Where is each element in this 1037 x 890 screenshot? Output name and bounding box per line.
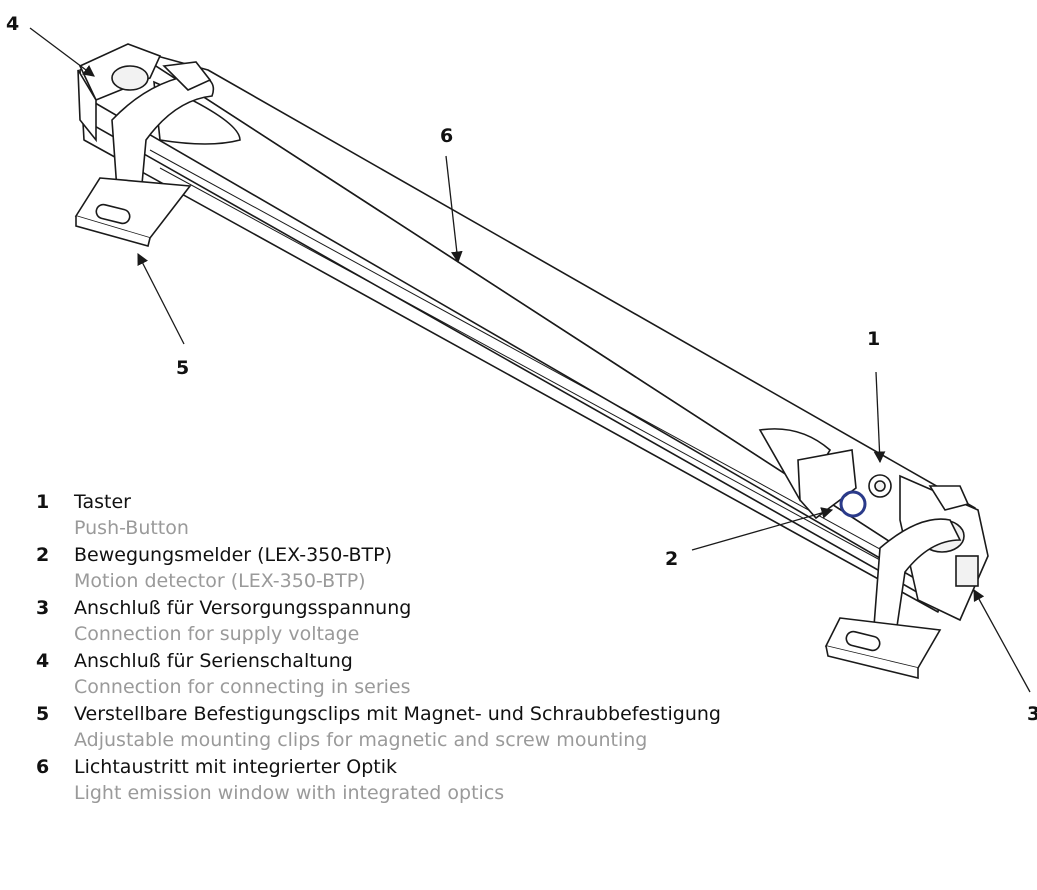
legend: 1 Taster Push-Button 2 Bewegungsmelder (… [36, 489, 936, 807]
legend-number: 3 [36, 597, 50, 619]
legend-english: Light emission window with integrated op… [74, 782, 505, 804]
right-end [758, 428, 989, 680]
legend-item: 4 Anschluß für Serienschaltung Connectio… [36, 648, 936, 700]
callout-5: 5 [176, 357, 189, 379]
legend-german: Lichtaustritt mit integrierter Optik [74, 756, 397, 778]
legend-item: 5 Verstellbare Befestigungsclips mit Mag… [36, 701, 936, 753]
left-clip [74, 61, 215, 247]
leader-2 [691, 507, 834, 551]
legend-german: Taster [74, 491, 131, 513]
legend-number: 1 [36, 491, 50, 513]
legend-item: 2 Bewegungsmelder (LEX-350-BTP) Motion d… [36, 542, 936, 594]
legend-number: 6 [36, 756, 50, 778]
legend-item: 1 Taster Push-Button [36, 489, 936, 541]
legend-german: Bewegungsmelder (LEX-350-BTP) [74, 544, 393, 566]
legend-number: 5 [36, 703, 50, 725]
legend-english: Connection for supply voltage [74, 623, 360, 645]
legend-number: 2 [36, 544, 50, 566]
callout-4: 4 [6, 13, 19, 35]
leader-5 [137, 252, 185, 345]
callout-6: 6 [440, 125, 453, 147]
legend-item: 6 Lichtaustritt mit integrierter Optik L… [36, 754, 936, 806]
leader-3 [973, 588, 1031, 693]
legend-english: Push-Button [74, 517, 189, 539]
legend-german: Verstellbare Befestigungsclips mit Magne… [74, 703, 721, 725]
legend-english: Connection for connecting in series [74, 676, 411, 698]
legend-english: Adjustable mounting clips for magnetic a… [74, 729, 648, 751]
callout-1: 1 [867, 328, 880, 350]
leader-lines [29, 27, 1031, 693]
leader-1 [873, 371, 886, 464]
leader-4 [29, 27, 95, 77]
leader-6 [445, 155, 463, 264]
legend-number: 4 [36, 650, 50, 672]
legend-german: Anschluß für Serienschaltung [74, 650, 353, 672]
callout-numbers: 1 2 3 4 5 6 [6, 13, 1037, 725]
legend-english: Motion detector (LEX-350-BTP) [74, 570, 366, 592]
callout-2: 2 [665, 548, 678, 570]
legend-item: 3 Anschluß für Versorgungsspannung Conne… [36, 595, 936, 647]
legend-german: Anschluß für Versorgungsspannung [74, 597, 412, 619]
callout-3: 3 [1027, 703, 1037, 725]
